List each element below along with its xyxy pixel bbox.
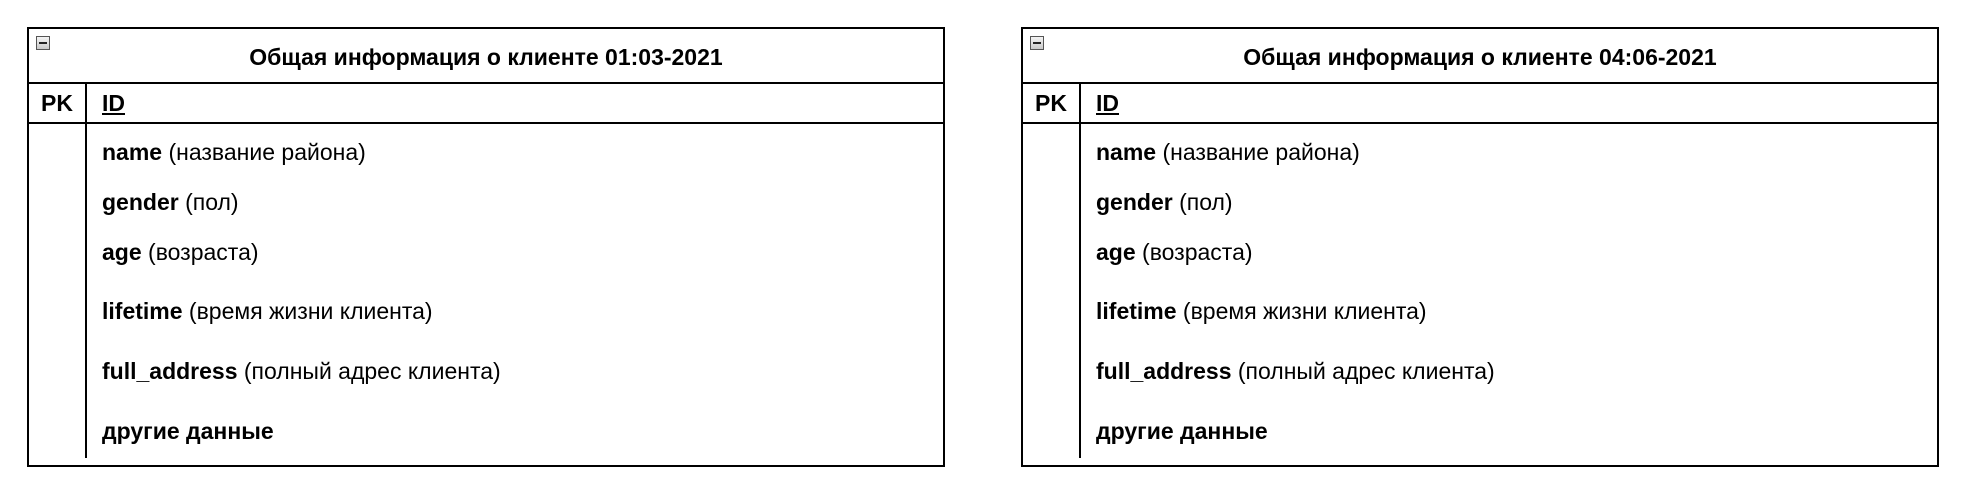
entity-title: Общая информация о клиенте 04:06-2021 — [1243, 44, 1717, 70]
field-name: full_address — [102, 358, 238, 384]
field-description: (название района) — [162, 139, 366, 165]
field-name: другие данные — [102, 418, 274, 444]
field-row: full_address (полный адрес клиента) — [102, 358, 501, 384]
key-column-divider — [1079, 124, 1081, 458]
field-name: age — [102, 239, 142, 265]
field-description: (возраста) — [141, 239, 259, 265]
entity-header: Общая информация о клиенте 01:03-2021 — [29, 29, 943, 84]
collapse-icon[interactable] — [1030, 36, 1044, 50]
entity-header: Общая информация о клиенте 04:06-2021 — [1023, 29, 1937, 84]
collapse-icon[interactable] — [36, 36, 50, 50]
entity-table-1[interactable]: Общая информация о клиенте 01:03-2021 PK… — [27, 27, 945, 467]
field-description: (полный адрес клиента) — [237, 358, 501, 384]
field-row: age (возраста) — [102, 239, 259, 265]
entity-table-2[interactable]: Общая информация о клиенте 04:06-2021 PK… — [1021, 27, 1939, 467]
field-name: другие данные — [1096, 418, 1268, 444]
field-name: name — [102, 139, 163, 165]
field-name: gender — [102, 189, 179, 215]
field-row: lifetime (время жизни клиента) — [102, 298, 433, 324]
field-row: другие данные — [1096, 418, 1268, 444]
fields-list: name (название района) gender (пол) age … — [1023, 124, 1937, 463]
field-name: lifetime — [102, 298, 183, 324]
field-row: другие данные — [102, 418, 274, 444]
fields-list: name (название района) gender (пол) age … — [29, 124, 943, 463]
field-name: name — [1096, 139, 1157, 165]
field-name: lifetime — [1096, 298, 1177, 324]
field-row: name (название района) — [1096, 139, 1360, 165]
field-description: (пол) — [178, 189, 239, 215]
field-name: full_address — [1096, 358, 1232, 384]
field-description: (название района) — [1156, 139, 1360, 165]
pk-field: ID — [102, 90, 125, 116]
field-name: age — [1096, 239, 1136, 265]
pk-label: PK — [1023, 84, 1081, 122]
field-description: (пол) — [1172, 189, 1233, 215]
field-row: full_address (полный адрес клиента) — [1096, 358, 1495, 384]
field-row: gender (пол) — [1096, 189, 1233, 215]
field-row: lifetime (время жизни клиента) — [1096, 298, 1427, 324]
field-row: age (возраста) — [1096, 239, 1253, 265]
pk-field: ID — [1096, 90, 1119, 116]
field-description: (время жизни клиента) — [1176, 298, 1427, 324]
primary-key-row: PK ID — [1023, 84, 1937, 124]
field-description: (время жизни клиента) — [182, 298, 433, 324]
pk-label: PK — [29, 84, 87, 122]
entity-title: Общая информация о клиенте 01:03-2021 — [249, 44, 723, 70]
field-row: name (название района) — [102, 139, 366, 165]
field-row: gender (пол) — [102, 189, 239, 215]
field-description: (возраста) — [1135, 239, 1253, 265]
key-column-divider — [85, 124, 87, 458]
field-name: gender — [1096, 189, 1173, 215]
primary-key-row: PK ID — [29, 84, 943, 124]
field-description: (полный адрес клиента) — [1231, 358, 1495, 384]
